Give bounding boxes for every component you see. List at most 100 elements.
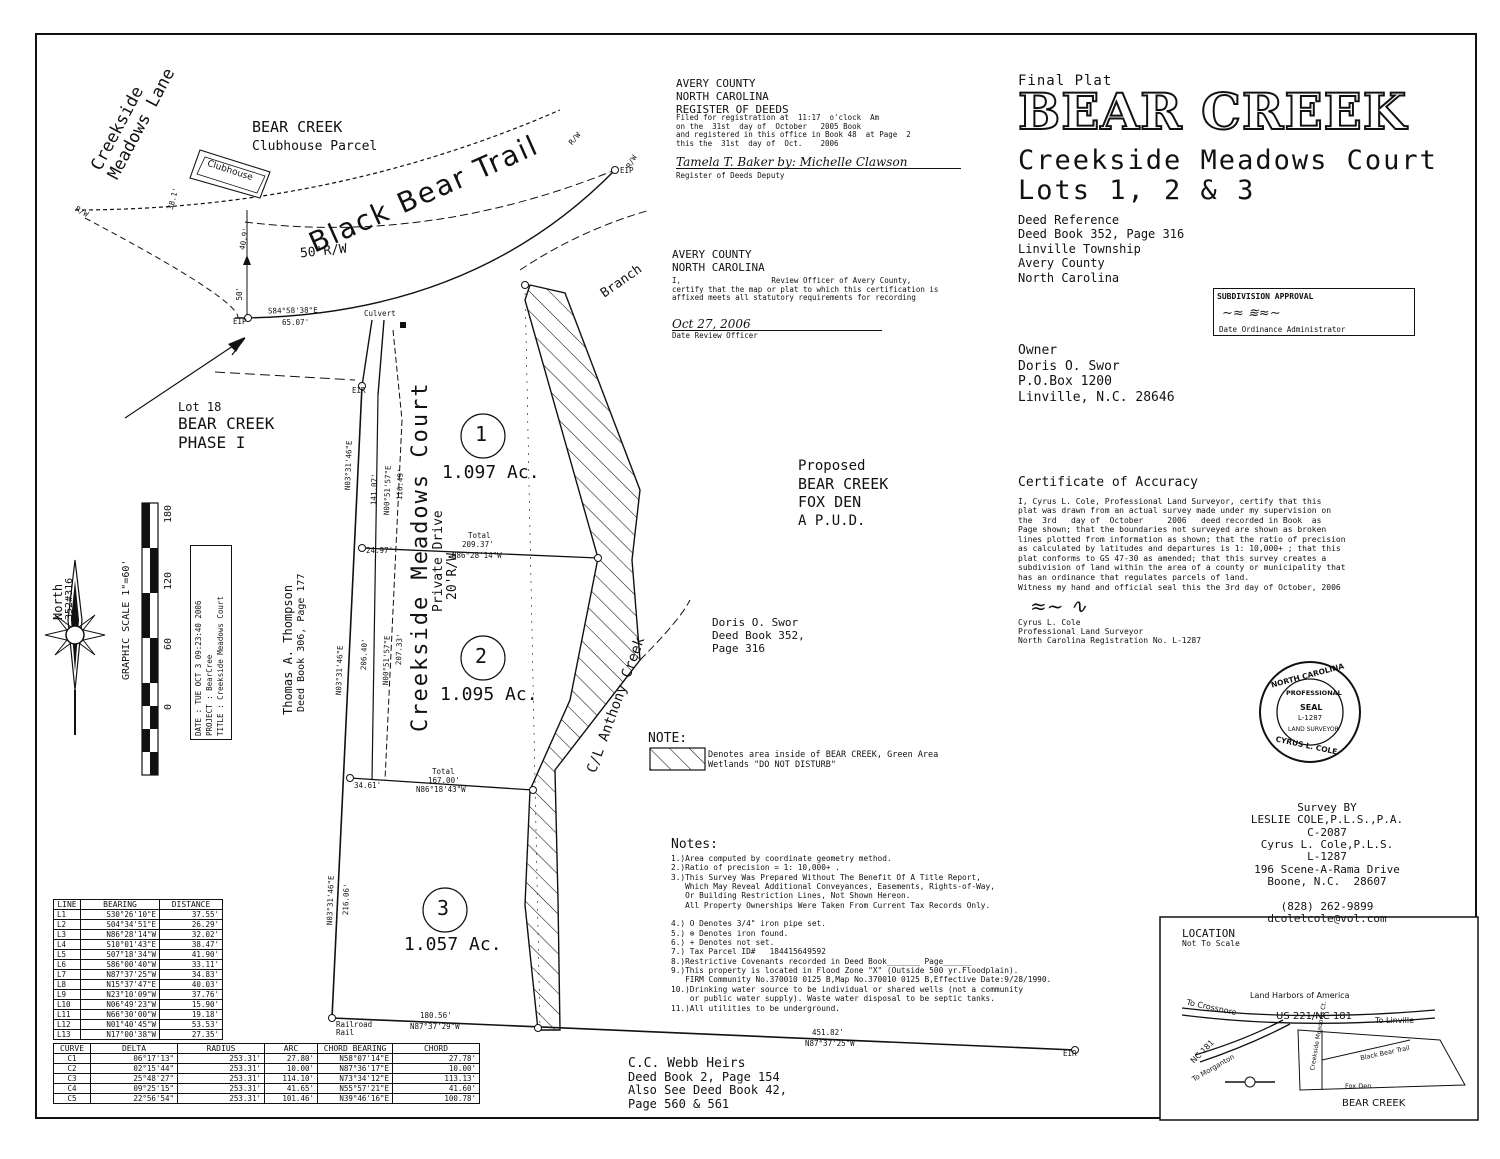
curve-table-cell: 100.78' (392, 1093, 480, 1104)
line-table-cell: 32.02' (159, 929, 223, 940)
location-to-linville: To Linville (1375, 1016, 1415, 1025)
label-50: 50' (235, 286, 245, 301)
location-title: LOCATION (1182, 927, 1235, 940)
creekside-meadows-court: Creekside Meadows Court (408, 381, 433, 732)
curve-table-cell: N55°57'21"E (317, 1083, 393, 1094)
line-table-cell: L5 (53, 949, 81, 960)
line-table-cell: 19.18' (159, 1009, 223, 1020)
line-table-cell: L13 (53, 1029, 81, 1040)
curve-table-cell: 06°17'13" (90, 1053, 178, 1064)
label-n86-14: N86°28'14"W (452, 551, 502, 560)
scale-tick-60: 60 (163, 637, 174, 650)
label-16700: 167.00' (428, 776, 460, 785)
label-n87-25: N87°37'25"W (805, 1039, 855, 1048)
stamp-project: PROJECT : BearCree (205, 654, 214, 736)
curve-table: CURVE DELTA RADIUS ARC CHORD BEARING CHO… (53, 1043, 480, 1104)
line-table-cell: 27.35' (159, 1029, 223, 1040)
curve-table-cell: C4 (53, 1083, 91, 1094)
curve-table-cell: C3 (53, 1073, 91, 1084)
notes-list: 1.)Area computed by coordinate geometry … (671, 854, 1052, 1013)
curve-table-cell: 02°15'44" (90, 1063, 178, 1074)
curve-table-cell: 10.00' (264, 1063, 318, 1074)
label-45182: 451.82' (812, 1028, 844, 1037)
line-table-cell: S10°01'43"E (80, 939, 160, 950)
label-21606: 216.06' (341, 883, 352, 916)
label-18056: 180.56' (420, 1011, 452, 1020)
curve-table-cell: 27.80' (264, 1053, 318, 1064)
line-table-cell: N66°30'00"W (80, 1009, 160, 1020)
plat-border (35, 33, 1477, 1119)
curve-table-cell: N58°07'14"E (317, 1053, 393, 1064)
register-signature: Tamela T. Baker by: Michelle Clawson (676, 156, 961, 169)
label-n86-43: N86°18'43"W (416, 785, 466, 794)
label-culvert: Culvert (364, 309, 396, 318)
line-table-cell: L2 (53, 919, 81, 930)
location-fox-den: Fox Den (1345, 1082, 1372, 1090)
lot-3-area: 1.057 Ac. (404, 934, 502, 955)
certificate-witness: Witness my hand and official seal this t… (1018, 583, 1341, 592)
thompson-deed: Deed Book 306, Page 177 (296, 573, 307, 712)
curve-table-header-curve: CURVE (53, 1043, 91, 1054)
curve-table-cell: 41.60' (392, 1083, 480, 1094)
seal-land-surveyor: LAND SURVEYOR (1288, 726, 1339, 733)
line-table-cell: N06°49'23"W (80, 999, 160, 1010)
curve-table-cell: 253.31' (177, 1053, 265, 1064)
line-table-header-line: LINE (53, 899, 81, 910)
curve-table-cell: 253.31' (177, 1093, 265, 1104)
note-box-text: Denotes area inside of BEAR CREEK, Green… (708, 750, 939, 771)
line-table-cell: L3 (53, 929, 81, 940)
line-table-cell: 41.90' (159, 949, 223, 960)
line-table-cell: 15.90' (159, 999, 223, 1010)
label-eip-2: EIP (620, 166, 634, 175)
private-drive: Private Drive (431, 510, 446, 612)
certificate-body: I, Cyrus L. Cole, Professional Land Surv… (1018, 497, 1346, 582)
curve-table-cell: 25°48'27" (90, 1073, 178, 1084)
curve-table-header-delta: DELTA (90, 1043, 178, 1054)
curve-table-cell: 22°56'54" (90, 1093, 178, 1104)
plat-title: BEAR CREEK (1017, 82, 1408, 141)
line-table-cell: S07°18'34"W (80, 949, 160, 960)
approval-footer: Date Ordinance Administrator (1219, 325, 1346, 334)
curve-table-header-chord-bearing: CHORD BEARING (317, 1043, 393, 1054)
label-eir-2: EIR (1063, 1049, 1077, 1058)
line-table-cell: 53.53' (159, 1019, 223, 1030)
line-table-cell: 40.03' (159, 979, 223, 990)
label-6507: 65.07' (282, 318, 310, 327)
label-n00-top: N00°51'57"E (382, 465, 393, 516)
line-table-cell: 37.76' (159, 989, 223, 1000)
label-n03-bot: N03°31'46"E (325, 875, 336, 926)
line-table-cell: N87°37'25"W (80, 969, 160, 980)
private-rw: 20'R/W (445, 553, 460, 600)
line-table-cell: L12 (53, 1019, 81, 1030)
curve-table-cell: C5 (53, 1093, 91, 1104)
stamp-date: DATE : TUE OCT 3 09:23:40 2006 (194, 600, 203, 736)
label-20937: 209.37' (462, 540, 494, 549)
lot-1-number: 1 (475, 422, 488, 446)
curve-table-cell: 114.10' (264, 1073, 318, 1084)
line-table-cell: S04°34'51"E (80, 919, 160, 930)
line-table-cell: L7 (53, 969, 81, 980)
label-s84: S84°58'38"E (267, 305, 318, 316)
final-plat-label: Final Plat (1018, 73, 1113, 89)
scale-tick-120: 120 (163, 571, 174, 590)
